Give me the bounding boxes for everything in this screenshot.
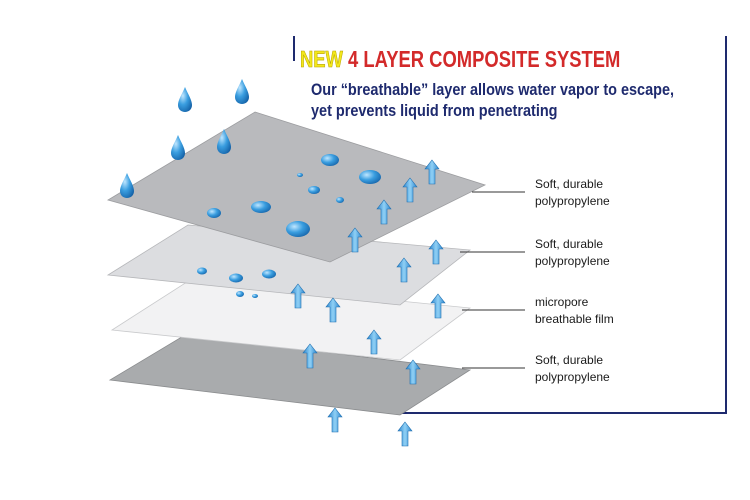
falling-droplet-icon [178, 87, 192, 112]
falling-droplet-icon [171, 135, 185, 160]
water-bead-icon [297, 173, 303, 177]
frame-border-left [293, 36, 295, 61]
water-bead-icon [197, 267, 207, 275]
vapor-arrow-icon [397, 421, 413, 447]
water-bead-icon [286, 221, 310, 237]
layer-2-label: Soft, durable polypropylene [535, 237, 610, 268]
layer-4-label: Soft, durable polypropylene [535, 353, 610, 384]
water-bead-icon [236, 291, 244, 297]
layer-1-label: Soft, durable polypropylene [535, 177, 610, 208]
water-bead-icon [321, 154, 339, 166]
layer-2-sheet [106, 224, 472, 306]
water-bead-icon [336, 197, 344, 203]
title-new-word: NEW [300, 46, 343, 73]
vapor-arrow-icon [327, 407, 343, 433]
water-bead-icon [229, 273, 243, 283]
title-main-text: 4 LAYER COMPOSITE SYSTEM [348, 46, 621, 72]
diagram-title: NEW 4 LAYER COMPOSITE SYSTEM [300, 46, 621, 73]
frame-border-right [725, 36, 727, 414]
layer-1-sheet [106, 111, 487, 263]
water-bead-icon [262, 269, 276, 279]
falling-droplet-icon [120, 173, 134, 198]
water-bead-icon [251, 201, 271, 213]
water-bead-icon [252, 294, 258, 298]
water-bead-icon [359, 170, 381, 184]
subtitle-line-2: yet prevents liquid from penetrating [311, 101, 558, 120]
subtitle-line-1: Our “breathable” layer allows water vapo… [311, 80, 675, 99]
layer-4-sheet [108, 334, 472, 416]
falling-droplet-icon [235, 79, 249, 104]
diagram-subtitle: Our “breathable” layer allows water vapo… [311, 79, 674, 121]
frame-border-bottom [402, 412, 727, 414]
water-bead-icon [207, 208, 221, 218]
water-bead-icon [308, 186, 320, 194]
layer-3-label: micropore breathable film [535, 295, 614, 326]
